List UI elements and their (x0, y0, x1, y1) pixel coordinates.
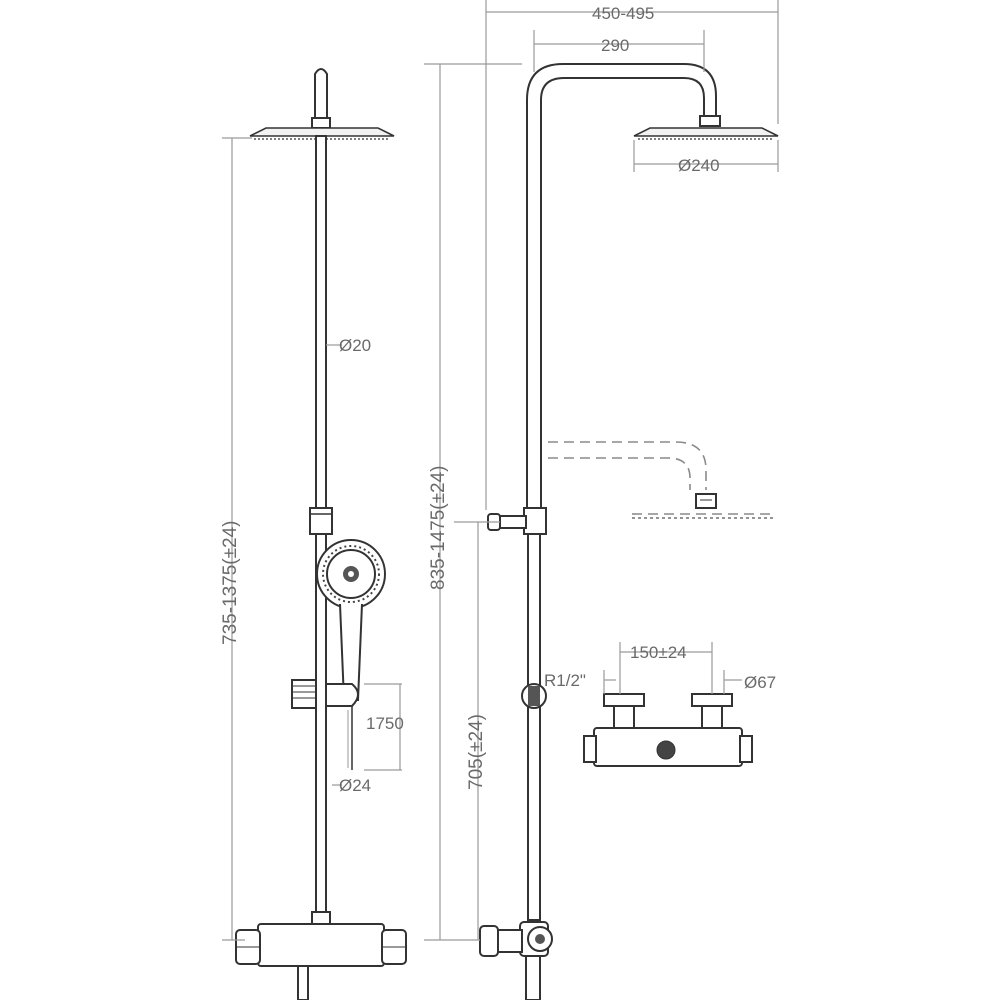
side-view-dimensions: 450-495 290 Ø240 835-1475(±24) 705(±24) (424, 0, 779, 941)
front-height-label: 735-1375(±24) (220, 520, 241, 645)
side-wall-bracket (499, 515, 527, 529)
mixer-detail: 150±24 R1/2" Ø67 (544, 642, 776, 767)
front-view (235, 68, 407, 1000)
side-height-label: 835-1475(±24) (428, 465, 449, 590)
front-shower-holder (291, 679, 317, 709)
thread-label: R1/2" (544, 671, 586, 690)
front-upper-slider (309, 507, 333, 535)
front-view-dimensions: 735-1375(±24) Ø20 Ø24 1750 (220, 137, 404, 941)
side-rain-head (633, 127, 779, 137)
side-lower-tube (527, 533, 541, 921)
head-diameter-label: Ø240 (678, 156, 720, 175)
rod-diameter-label: Ø20 (339, 336, 371, 355)
mixer-height-label: 705(±24) (466, 714, 487, 790)
front-rod-base (311, 911, 331, 925)
front-rain-head (249, 127, 395, 137)
inlet-spacing-label: 150±24 (630, 643, 687, 662)
arm-reach-label: 290 (601, 36, 629, 55)
front-hand-shower (316, 539, 386, 701)
front-thermostatic-mixer (257, 923, 385, 967)
tube-diameter-label: Ø24 (339, 776, 371, 795)
front-top-stub (314, 68, 328, 121)
front-holder-cradle (325, 683, 359, 707)
hose-length-label: 1750 (366, 714, 404, 733)
front-mixer-outlet (297, 965, 309, 1000)
side-slider (523, 507, 547, 535)
side-view (479, 63, 779, 1000)
front-head-connector (311, 117, 331, 129)
total-width-label: 450-495 (592, 4, 654, 23)
rain-head-detail (548, 441, 776, 519)
eccentric-diameter-label: Ø67 (744, 673, 776, 692)
mixer-detail-outlet (656, 740, 676, 760)
side-diverter (479, 921, 553, 1000)
